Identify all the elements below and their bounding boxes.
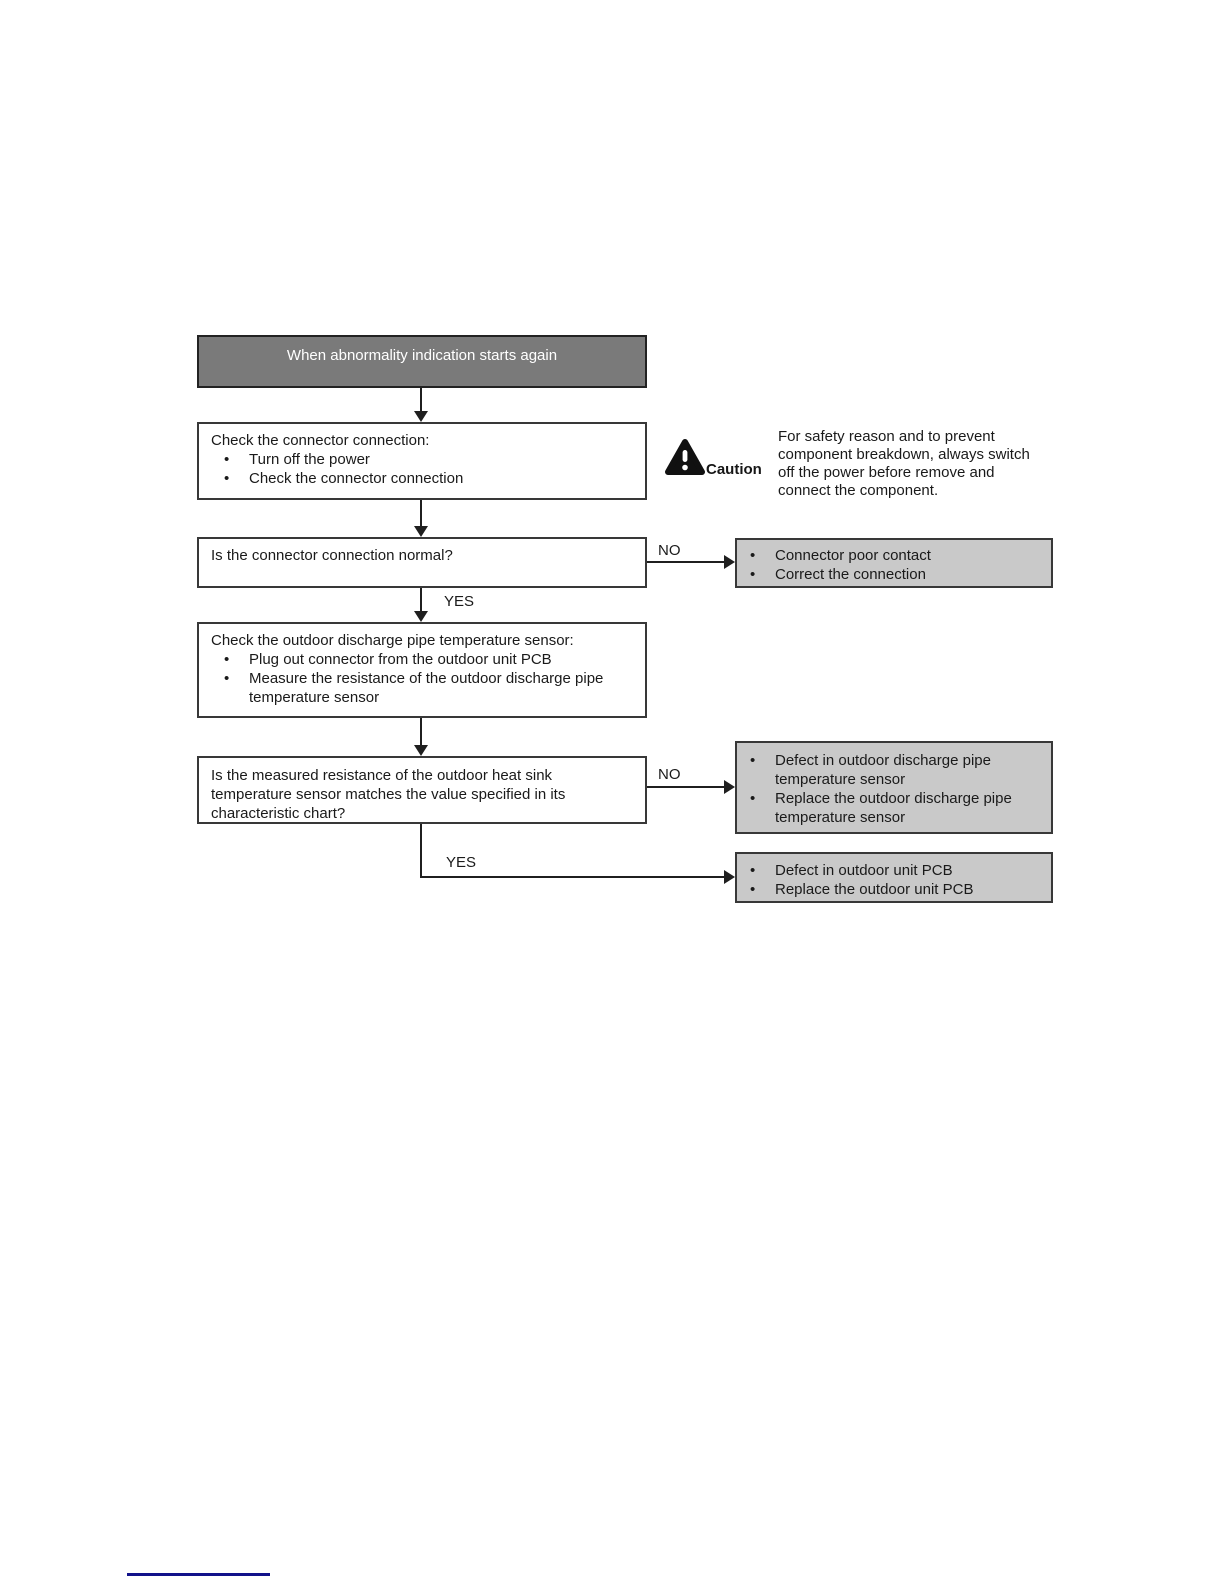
- arrow-down-icon: [414, 526, 428, 537]
- bullet-icon: •: [750, 752, 756, 769]
- decision-question: Is the connector connection normal?: [211, 547, 453, 564]
- bullet-icon: •: [224, 470, 230, 487]
- bullet-text: Turn off the power: [249, 451, 370, 468]
- list-item: • Replace the outdoor unit PCB: [737, 880, 1051, 899]
- branch-label-yes: YES: [444, 593, 475, 610]
- flow-result-connector: • Connector poor contact • Correct the c…: [735, 538, 1053, 588]
- flow-step-check-sensor: Check the outdoor discharge pipe tempera…: [197, 622, 647, 718]
- bullet-text: Check the connector connection: [249, 470, 464, 487]
- caution-text: For safety reason and to prevent compone…: [778, 428, 1030, 499]
- bullet-icon: •: [750, 547, 756, 564]
- list-item: • Plug out connector from the outdoor un…: [211, 650, 635, 669]
- connector-line: [420, 588, 422, 612]
- branch-label-no: NO: [658, 542, 681, 559]
- list-item: • Correct the connection: [737, 565, 1051, 584]
- connector-line: [647, 786, 726, 788]
- bullet-text: Replace the outdoor discharge pipe tempe…: [775, 790, 1012, 826]
- bullet-icon: •: [750, 566, 756, 583]
- flow-start-label: When abnormality indication starts again: [286, 347, 558, 364]
- flow-start-box: When abnormality indication starts again: [197, 335, 647, 388]
- bullet-icon: •: [224, 451, 230, 468]
- list-item: • Measure the resistance of the outdoor …: [211, 669, 635, 707]
- bullet-text: Replace the outdoor unit PCB: [775, 881, 974, 898]
- step-title: Check the connector connection:: [211, 432, 430, 449]
- list-item: • Check the connector connection: [211, 469, 635, 488]
- bullet-text: Plug out connector from the outdoor unit…: [249, 651, 552, 668]
- list-item: • Defect in outdoor discharge pipe tempe…: [737, 751, 1051, 789]
- bullet-text: Defect in outdoor discharge pipe tempera…: [775, 752, 991, 788]
- connector-line: [420, 718, 422, 745]
- list-item: • Replace the outdoor discharge pipe tem…: [737, 789, 1051, 827]
- branch-label-yes: YES: [446, 854, 477, 871]
- connector-line: [420, 824, 422, 878]
- list-item: • Defect in outdoor unit PCB: [737, 861, 1051, 880]
- bullet-text: Measure the resistance of the outdoor di…: [249, 670, 604, 706]
- step-title: Check the outdoor discharge pipe tempera…: [211, 632, 574, 649]
- arrow-down-icon: [414, 411, 428, 422]
- connector-line: [420, 500, 422, 526]
- list-item: • Turn off the power: [211, 450, 635, 469]
- flow-result-pcb: • Defect in outdoor unit PCB • Replace t…: [735, 852, 1053, 903]
- bullet-icon: •: [224, 651, 230, 668]
- arrow-down-icon: [414, 745, 428, 756]
- warning-triangle-icon: [664, 438, 706, 483]
- page-bottom-rule: [127, 1573, 270, 1576]
- list-item: • Connector poor contact: [737, 546, 1051, 565]
- bullet-text: Correct the connection: [775, 566, 926, 583]
- bullet-icon: •: [750, 881, 756, 898]
- flow-result-sensor: • Defect in outdoor discharge pipe tempe…: [735, 741, 1053, 834]
- flow-decision-resistance-match: Is the measured resistance of the outdoo…: [197, 756, 647, 824]
- flow-decision-connector-normal: Is the connector connection normal?: [197, 537, 647, 588]
- bullet-text: Connector poor contact: [775, 547, 931, 564]
- connector-line: [420, 388, 422, 411]
- arrow-right-icon: [724, 555, 735, 569]
- flow-step-check-connector: Check the connector connection: • Turn o…: [197, 422, 647, 500]
- caution-label: Caution: [706, 461, 762, 478]
- bullet-icon: •: [224, 670, 230, 687]
- arrow-down-icon: [414, 611, 428, 622]
- bullet-text: Defect in outdoor unit PCB: [775, 862, 953, 879]
- decision-question: Is the measured resistance of the outdoo…: [211, 767, 566, 822]
- arrow-right-icon: [724, 780, 735, 794]
- connector-line: [647, 561, 726, 563]
- connector-line: [420, 876, 726, 878]
- bullet-icon: •: [750, 790, 756, 807]
- branch-label-no: NO: [658, 766, 681, 783]
- bullet-icon: •: [750, 862, 756, 879]
- arrow-right-icon: [724, 870, 735, 884]
